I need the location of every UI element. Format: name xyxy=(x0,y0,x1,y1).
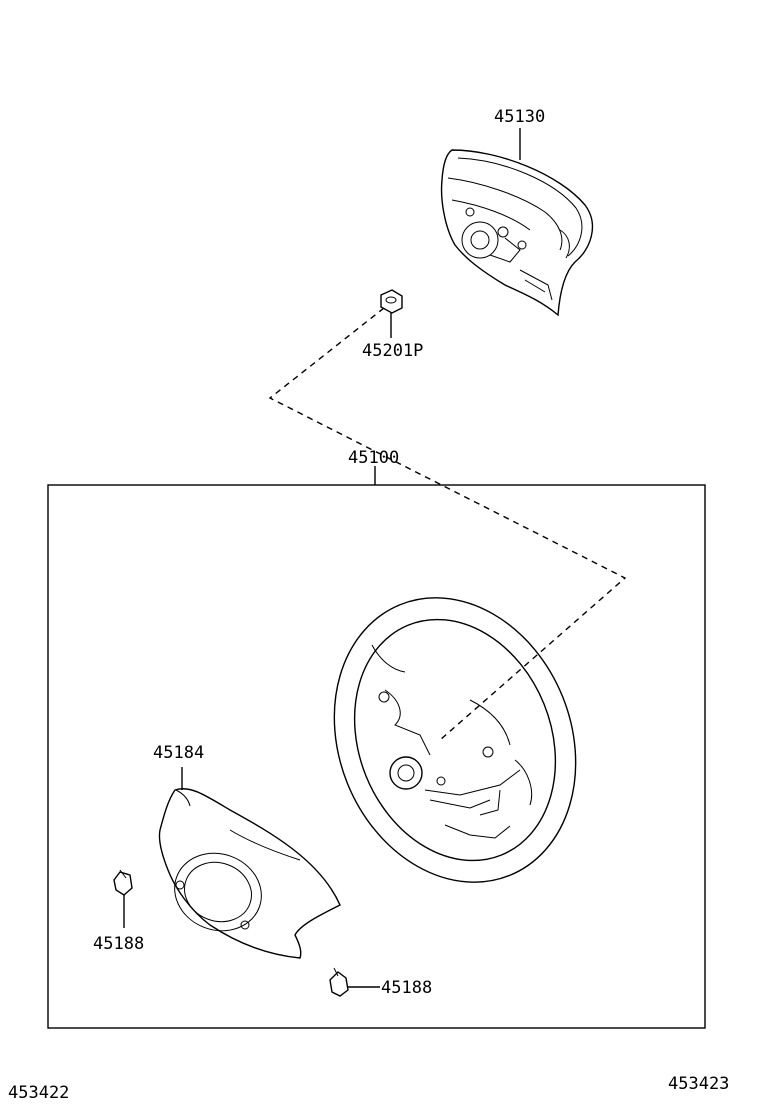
label-45201p: 45201P xyxy=(362,341,423,361)
steering-cover-part xyxy=(158,767,341,959)
steering-pad-assembly xyxy=(440,128,594,317)
screw-bottom xyxy=(329,967,380,997)
assembly-boundary-box xyxy=(47,484,706,1029)
nut-part xyxy=(380,289,403,338)
screw-left xyxy=(113,869,133,928)
reference-code-left: 453422 xyxy=(8,1083,69,1103)
label-45188-bottom: 45188 xyxy=(381,978,432,998)
label-45130: 45130 xyxy=(494,107,545,127)
steering-wheel xyxy=(333,597,577,883)
reference-code-right: 453423 xyxy=(668,1074,729,1094)
label-45100: 45100 xyxy=(348,448,399,468)
label-45184: 45184 xyxy=(153,743,204,763)
alignment-dashed-line xyxy=(268,307,627,741)
label-45188-left: 45188 xyxy=(93,934,144,954)
